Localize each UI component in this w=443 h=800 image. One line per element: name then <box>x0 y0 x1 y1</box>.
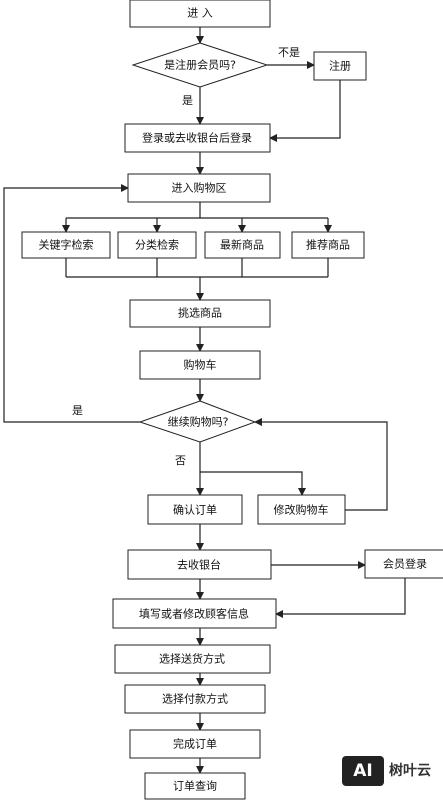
node-select-products: 挑选商品 <box>129 299 271 328</box>
svg-text:是注册会员吗?: 是注册会员吗? <box>164 58 236 72</box>
svg-text:继续购物吗?: 继续购物吗? <box>168 415 229 429</box>
edge-continue-no-to-modify <box>200 471 306 496</box>
svg-text:关键字检索: 关键字检索 <box>39 238 94 252</box>
svg-text:选择送货方式: 选择送货方式 <box>159 652 225 666</box>
node-confirm-order: 确认订单 <box>147 494 243 525</box>
svg-text:挑选商品: 挑选商品 <box>178 306 222 320</box>
node-enter: 进 入 <box>129 0 271 28</box>
svg-text:会员登录: 会员登录 <box>383 557 427 571</box>
svg-text:最新商品: 最新商品 <box>220 238 264 252</box>
node-keyword-search: 关键字检索 <box>21 231 111 259</box>
node-login: 登录或去收银台后登录 <box>124 123 271 153</box>
logo-mark-icon <box>342 756 384 786</box>
svg-text:分类检索: 分类检索 <box>135 238 179 252</box>
edge-continue-yes-loop <box>3 184 140 423</box>
node-modify-cart: 修改购物车 <box>257 494 346 525</box>
watermark-text: 树叶云 <box>389 762 431 779</box>
svg-text:完成订单: 完成订单 <box>173 737 217 751</box>
svg-text:进 入: 进 入 <box>187 7 213 20</box>
edge-label-continue-yes: 是 <box>72 404 83 417</box>
svg-text:订单查询: 订单查询 <box>173 779 217 793</box>
svg-text:注册: 注册 <box>329 59 351 73</box>
svg-text:去收银台: 去收银台 <box>177 558 221 572</box>
node-member-login: 会员登录 <box>364 549 443 579</box>
edge-register-to-login <box>269 80 341 142</box>
node-complete-order: 完成订单 <box>129 729 261 759</box>
node-fill-customer-info: 填写或者修改顾客信息 <box>112 598 277 629</box>
svg-text:选择付款方式: 选择付款方式 <box>162 692 228 706</box>
svg-text:填写或者修改顾客信息: 填写或者修改顾客信息 <box>139 607 249 621</box>
node-payment-method: 选择付款方式 <box>124 684 266 714</box>
svg-text:AI: AI <box>353 761 372 781</box>
watermark-logo: AI 树叶云 <box>342 756 431 786</box>
node-recommended-products: 推荐商品 <box>291 231 365 259</box>
svg-text:确认订单: 确认订单 <box>173 504 217 517</box>
node-checkout: 去收银台 <box>127 549 272 580</box>
node-order-query: 订单查询 <box>144 772 246 800</box>
edge-label-not-member: 不是 <box>278 46 300 59</box>
node-shopping-area: 进入购物区 <box>127 173 271 203</box>
edge-label-continue-no: 否 <box>175 454 186 467</box>
node-continue-decision: 继续购物吗? <box>138 400 257 443</box>
node-delivery-method: 选择送货方式 <box>114 644 271 674</box>
node-cart: 购物车 <box>139 350 261 380</box>
edge-modify-to-continue <box>254 418 388 511</box>
node-category-search: 分类检索 <box>117 231 197 259</box>
node-new-products: 最新商品 <box>204 231 281 259</box>
node-register: 注册 <box>313 51 367 81</box>
node-is-member-decision: 是注册会员吗? <box>131 42 269 88</box>
svg-text:购物车: 购物车 <box>184 358 217 372</box>
svg-text:修改购物车: 修改购物车 <box>274 503 329 517</box>
svg-text:登录或去收银台后登录: 登录或去收银台后登录 <box>142 131 252 145</box>
edge-member-login-to-fill-info <box>275 578 406 618</box>
edge-label-is-member: 是 <box>182 94 193 107</box>
svg-text:进入购物区: 进入购物区 <box>172 181 227 195</box>
svg-text:推荐商品: 推荐商品 <box>306 238 350 252</box>
edges <box>3 27 406 774</box>
